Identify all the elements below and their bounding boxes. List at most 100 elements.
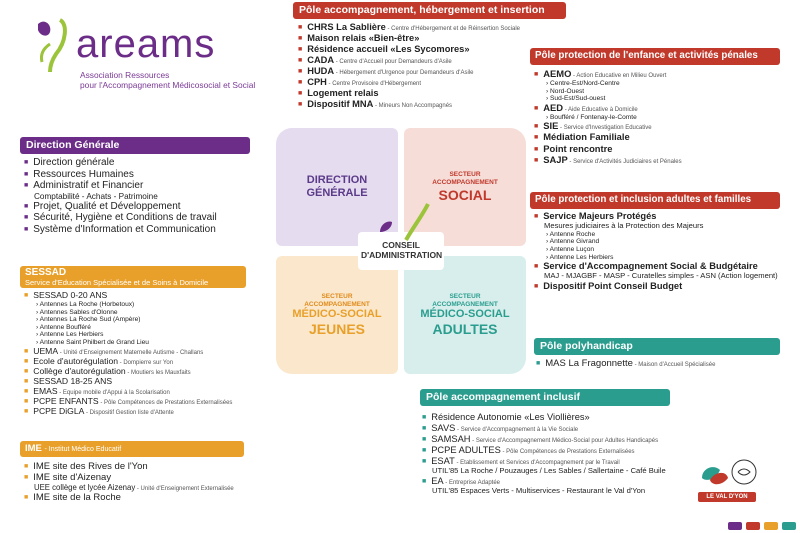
adultes-item-label: Antenne Luçon [549, 245, 595, 253]
sessad-item-label: UEMA [33, 345, 59, 356]
quadrant-medico-social-jeunes: SECTEUR ACCOMPAGNEMENT MÉDICO-SOCIAL JEU… [276, 256, 398, 374]
leaf-icon [380, 221, 392, 232]
adultes-item: MAJ - MJAGBF - MASP - Curatelles simples… [534, 271, 778, 281]
sessad-item-label: Antennes Sables d'Olonne [39, 308, 118, 316]
hebergement-item: Logement relais [298, 88, 520, 99]
quadrant-social-small: SECTEUR ACCOMPAGNEMENT [432, 171, 498, 186]
direction-item: Direction générale [24, 157, 217, 169]
sessad-item-label: PCPE ENFANTS [33, 395, 99, 406]
bullet-icon [24, 224, 33, 235]
bullet-icon [298, 77, 307, 87]
sessad-item-desc: - Pôle Compétences de Prestations Extern… [98, 399, 233, 406]
bullet-icon [24, 346, 33, 356]
adultes-title: Pôle protection et inclusion adultes et … [535, 194, 752, 205]
bullet-icon [534, 143, 543, 154]
adultes-item-label: Antenne Roche [549, 230, 596, 238]
enfance-item-label: Boufféré / Fontenay-le-Comte [550, 113, 637, 121]
hebergement-item: Résidence accueil «Les Sycomores» [298, 44, 520, 55]
polyhandicap-title: Pôle polyhandicap [540, 340, 633, 352]
enfance-item-label: Point rencontre [543, 142, 613, 154]
bullet-icon [534, 211, 543, 221]
sessad-item-desc: - Dompierre sur Yon [118, 359, 174, 366]
sessad-item: PCPE DiGLA - Dispositif Gestion liste d'… [24, 405, 232, 417]
inclusif-item-label: SAVS [431, 423, 456, 434]
sessad-item-label: Antennes La Roche (Horbetoux) [39, 301, 135, 309]
enfance-item: Centre-Est/Nord-Centre [534, 80, 682, 88]
logo-figure-icon [38, 18, 67, 73]
inclusif-item-desc: - Service d'Accompagnement Médico-Social… [470, 438, 659, 445]
bullet-icon [24, 396, 33, 406]
enfance-item-label: AEMO [543, 68, 572, 79]
enfance-item: SAJP - Service d'Activités Judiciaires e… [534, 153, 681, 166]
footer-color-bar [656, 522, 796, 530]
inclusif-item-label: PCPE ADULTES [431, 445, 501, 456]
direction-item-label: Sécurité, Hygiène et Conditions de trava… [33, 212, 217, 224]
sessad-item: Antennes La Roche Sud (Ampère) [24, 316, 232, 324]
enfance-item-label: AED [543, 101, 564, 113]
inclusif-item: Résidence Autonomie «Les Viollières» [422, 412, 666, 423]
enfance-item-label: SAJP [543, 153, 568, 165]
ime-item: UEE collège et lycée Aizenay - Unité d'E… [24, 483, 234, 493]
direction-item-label: Direction générale [33, 157, 115, 168]
sessad-item-label: EMAS [33, 385, 58, 396]
inclusif-header: Pôle accompagnement inclusif [420, 389, 670, 406]
ime-item: IME site des Rives de l'Yon [24, 461, 234, 473]
inclusif-item: SAVS - Service d'Accompagnement à la Vie… [422, 423, 666, 434]
ime-item-label: IME site des Rives de l'Yon [33, 461, 148, 472]
direction-item: Projet, Qualité et Développement [24, 201, 217, 213]
hebergement-item: HUDA - Hébergement d'Urgence pour Demand… [298, 66, 520, 77]
bullet-icon [24, 376, 33, 386]
bullet-icon [422, 445, 431, 455]
ime-item-label: IME site d'Aizenay [33, 471, 112, 483]
quadrant-dg-label: DIRECTION GÉNÉRALE [306, 174, 368, 199]
footer-square-red [746, 522, 760, 530]
footer-square-teal [782, 522, 796, 530]
polyhandicap-item: MAS La Fragonnette - Maison d'Accueil Sp… [536, 358, 715, 370]
enfance-item: SIE - Service d'Investigation Educative [534, 121, 682, 132]
direction-item: Système d'Information et Communication [24, 224, 217, 236]
sessad-item: Antennes La Roche (Horbetoux) [24, 301, 232, 309]
quadrant-ma-small: SECTEUR ACCOMPAGNEMENT [432, 292, 498, 308]
direction-item-label: Système d'Information et Communication [33, 223, 216, 235]
quadrant-ma-big: ADULTES [432, 321, 498, 338]
adultes-item: Mesures judiciaires à la Protection des … [534, 221, 778, 231]
ime-title: IME [25, 443, 42, 454]
hebergement-item-desc: - Hébergement d'Urgence pour Demandeurs … [334, 70, 474, 77]
adultes-item-label: Service d'Accompagnement Social & Budgét… [543, 261, 758, 272]
sessad-item: UEMA - Unité d'Enseignement Maternelle A… [24, 345, 232, 357]
adultes-item-label: Antenne Les Herbiers [549, 253, 614, 261]
sessad-item: SESSAD 18-25 ANS [24, 375, 232, 387]
sessad-item-label: SESSAD 18-25 ANS [33, 375, 113, 386]
sessad-item-desc: - Unité d'Enseignement Maternelle Autism… [58, 349, 204, 356]
sessad-title: SESSAD [25, 267, 67, 278]
hebergement-item: CHRS La Sablière - Centre d'Hébergement … [298, 22, 520, 33]
adultes-item-label: Antenne Givrand [549, 238, 600, 246]
inclusif-item-desc: - Pôle Compétences de Prestations Extern… [500, 449, 635, 456]
inclusif-item-desc: - Service d'Accompagnement à la Vie Soci… [455, 427, 579, 434]
areams-logo: areams Association Ressources pour l'Acc… [28, 12, 268, 92]
hebergement-item-label: Logement relais [307, 88, 379, 99]
ime-item-label: IME site de la Roche [33, 491, 121, 503]
inclusif-list: Résidence Autonomie «Les Viollières»SAVS… [422, 412, 666, 496]
quadrant-mj-big: JEUNES [308, 321, 366, 338]
bullet-icon [298, 66, 307, 76]
logo-wordmark: areams [76, 22, 216, 66]
bullet-icon [24, 157, 33, 168]
inclusif-item-label: Résidence Autonomie «Les Viollières» [431, 412, 590, 422]
inclusif-item-desc: - Etablissement et Services d'Accompagne… [454, 460, 620, 467]
bullet-icon [298, 55, 307, 65]
direction-item-label: Ressources Humaines [33, 168, 134, 180]
organisation-center: DIRECTION GÉNÉRALE SECTEUR ACCOMPAGNEMEN… [276, 128, 526, 376]
bullet-icon [24, 201, 33, 212]
hebergement-item: CPH - Centre Provisoire d'Hébergement [298, 77, 520, 88]
inclusif-item: ESAT - Etablissement et Services d'Accom… [422, 456, 666, 467]
bullet-icon [24, 461, 33, 472]
enfance-item-label: Centre-Est/Nord-Centre [550, 80, 620, 88]
inclusif-title: Pôle accompagnement inclusif [426, 391, 581, 403]
bullet-icon [534, 281, 543, 291]
quadrant-mj-small: SECTEUR ACCOMPAGNEMENT [304, 292, 370, 308]
footer-square-orange [764, 522, 778, 530]
quadrant-direction-generale: DIRECTION GÉNÉRALE [276, 128, 398, 246]
bullet-icon [24, 472, 33, 483]
sessad-item-label: PCPE DiGLA [33, 405, 85, 416]
